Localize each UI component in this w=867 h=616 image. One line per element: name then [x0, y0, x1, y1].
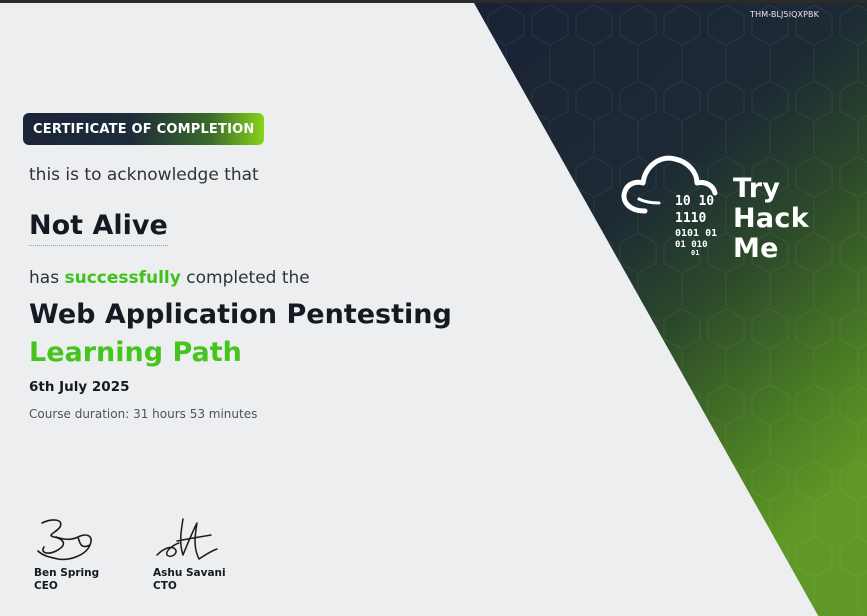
logo-word-try: Try: [733, 173, 781, 204]
certificate-badge: CERTIFICATE OF COMPLETION: [23, 113, 265, 145]
logo-word-hack: Hack: [733, 203, 809, 234]
cto-signature-image: [156, 518, 218, 560]
recipient-name: Not Alive: [29, 210, 168, 246]
ceo-name: Ben Spring: [34, 567, 100, 579]
cloud-binary-icon: 10 10 1110 0101 01 01 010 01: [621, 155, 718, 257]
binary-line-2: 1110: [675, 211, 706, 226]
completion-prefix: has: [29, 268, 60, 288]
course-title: Web Application Pentesting: [29, 299, 452, 330]
completion-date: 6th July 2025: [29, 379, 130, 395]
signatory-cto: Ashu Savani CTO: [153, 515, 226, 593]
logo-word-me: Me: [733, 233, 779, 264]
completion-highlight: successfully: [64, 268, 181, 288]
ceo-role: CEO: [34, 580, 58, 592]
ceo-signature-image: [37, 519, 92, 561]
binary-line-1: 10 10: [675, 194, 714, 209]
completion-statement: has successfully completed the: [29, 268, 310, 288]
course-subtitle: Learning Path: [29, 337, 242, 368]
binary-line-3: 0101 01: [675, 228, 717, 239]
binary-line-5: 01: [691, 249, 699, 257]
cto-role: CTO: [153, 580, 177, 592]
signatory-ceo: Ben Spring CEO: [34, 515, 104, 593]
background-panel: [474, 3, 867, 616]
acknowledge-text: this is to acknowledge that: [29, 165, 259, 185]
certificate-id: THM-BLJ5IQXPBK: [750, 10, 819, 19]
cto-name: Ashu Savani: [153, 567, 226, 579]
binary-line-4: 01 010: [675, 240, 708, 250]
completion-suffix: completed the: [186, 268, 310, 288]
tryhackme-logo: 10 10 1110 0101 01 01 010 01 Try Hack Me: [619, 149, 829, 264]
course-duration: Course duration: 31 hours 53 minutes: [29, 407, 258, 421]
